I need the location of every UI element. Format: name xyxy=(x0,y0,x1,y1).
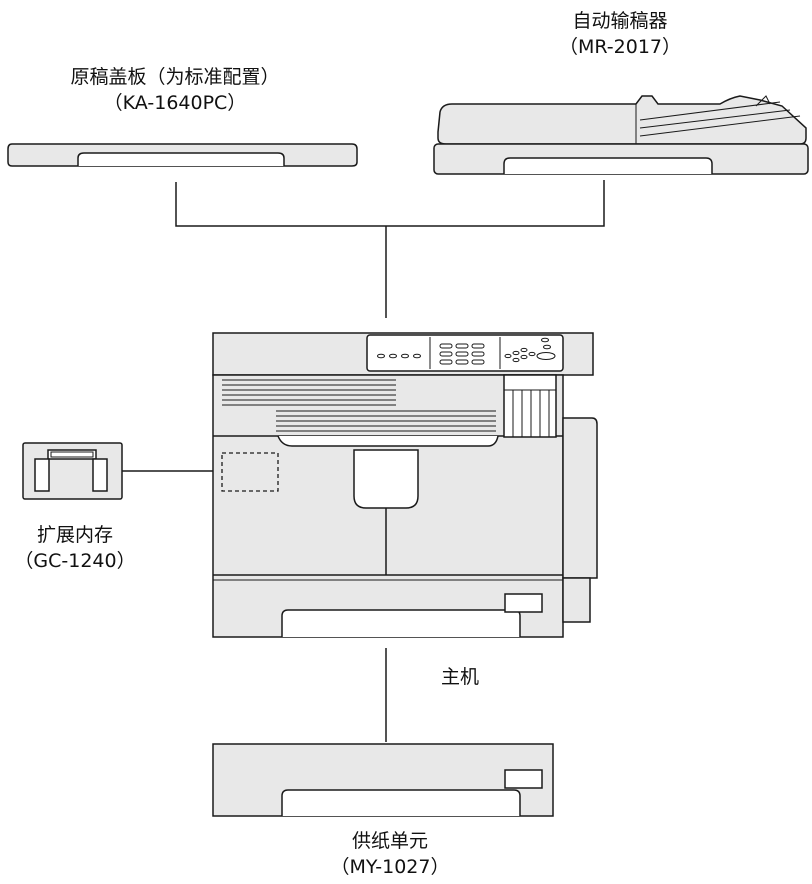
adf-model: （MR-2017） xyxy=(558,36,682,58)
platen-cover-model: （KA-1640PC） xyxy=(103,92,247,114)
memory-name: 扩展内存 xyxy=(36,524,113,546)
paper-feed-name: 供纸单元 xyxy=(351,830,428,852)
memory-model: （GC-1240） xyxy=(14,550,136,572)
platen-cover-label: 原稿盖板（为标准配置） （KA-1640PC） xyxy=(20,64,330,116)
paper-feed-illustration xyxy=(212,743,554,817)
main-unit-name: 主机 xyxy=(440,666,479,688)
main-unit-label: 主机 xyxy=(420,664,500,690)
adf-label: 自动输稿器 （MR-2017） xyxy=(520,8,720,60)
memory-label: 扩展内存 （GC-1240） xyxy=(0,522,150,574)
adf-name: 自动输稿器 xyxy=(572,10,668,32)
paper-feed-label: 供纸单元 （MY-1027） xyxy=(290,828,490,880)
paper-feed-model: （MY-1027） xyxy=(330,856,450,878)
platen-cover-illustration xyxy=(7,143,358,167)
connector-lines xyxy=(122,180,605,742)
memory-illustration xyxy=(22,442,123,500)
platen-cover-name: 原稿盖板（为标准配置） xyxy=(70,66,280,88)
cover-adf-connector xyxy=(175,180,605,227)
main-unit-illustration xyxy=(212,332,598,638)
adf-illustration xyxy=(433,95,809,175)
